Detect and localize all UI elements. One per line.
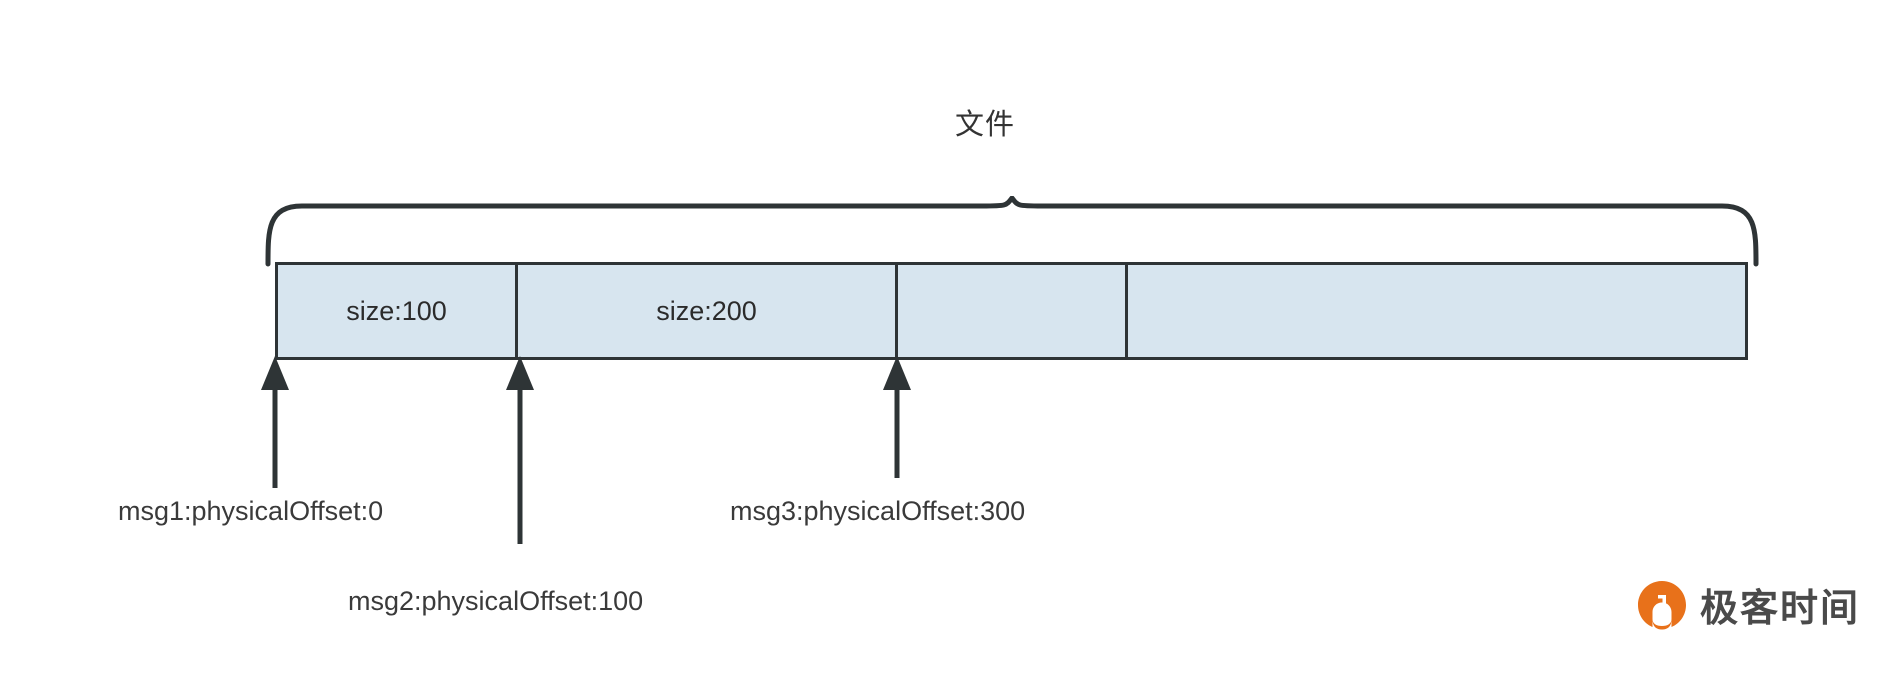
segment-size-label: size:100 xyxy=(346,295,447,326)
offset-pointer-msg2-icon xyxy=(506,356,534,544)
file-span-brace xyxy=(265,196,1759,267)
watermark-text: 极客时间 xyxy=(1700,588,1861,630)
file-segment-msg3 xyxy=(898,265,1128,357)
offset-pointer-msg3-icon xyxy=(883,356,911,478)
offset-label-msg2: msg2:physicalOffset:100 xyxy=(348,586,644,616)
segment-size-label: size:200 xyxy=(656,295,757,326)
file-bar: size:100 size:200 xyxy=(275,262,1748,360)
offset-label-msg1: msg1:physicalOffset:0 xyxy=(118,496,384,526)
file-label: 文件 xyxy=(954,109,1016,141)
file-segment-msg2: size:200 xyxy=(518,265,898,357)
geektime-logo-icon xyxy=(1638,580,1686,629)
file-segment-free-space xyxy=(1128,265,1745,357)
offset-pointer-msg1-icon xyxy=(261,356,289,488)
watermark: 极客时间 xyxy=(1636,577,1860,632)
offset-label-msg3: msg3:physicalOffset:300 xyxy=(730,496,1026,526)
file-segment-msg1: size:100 xyxy=(278,265,518,357)
